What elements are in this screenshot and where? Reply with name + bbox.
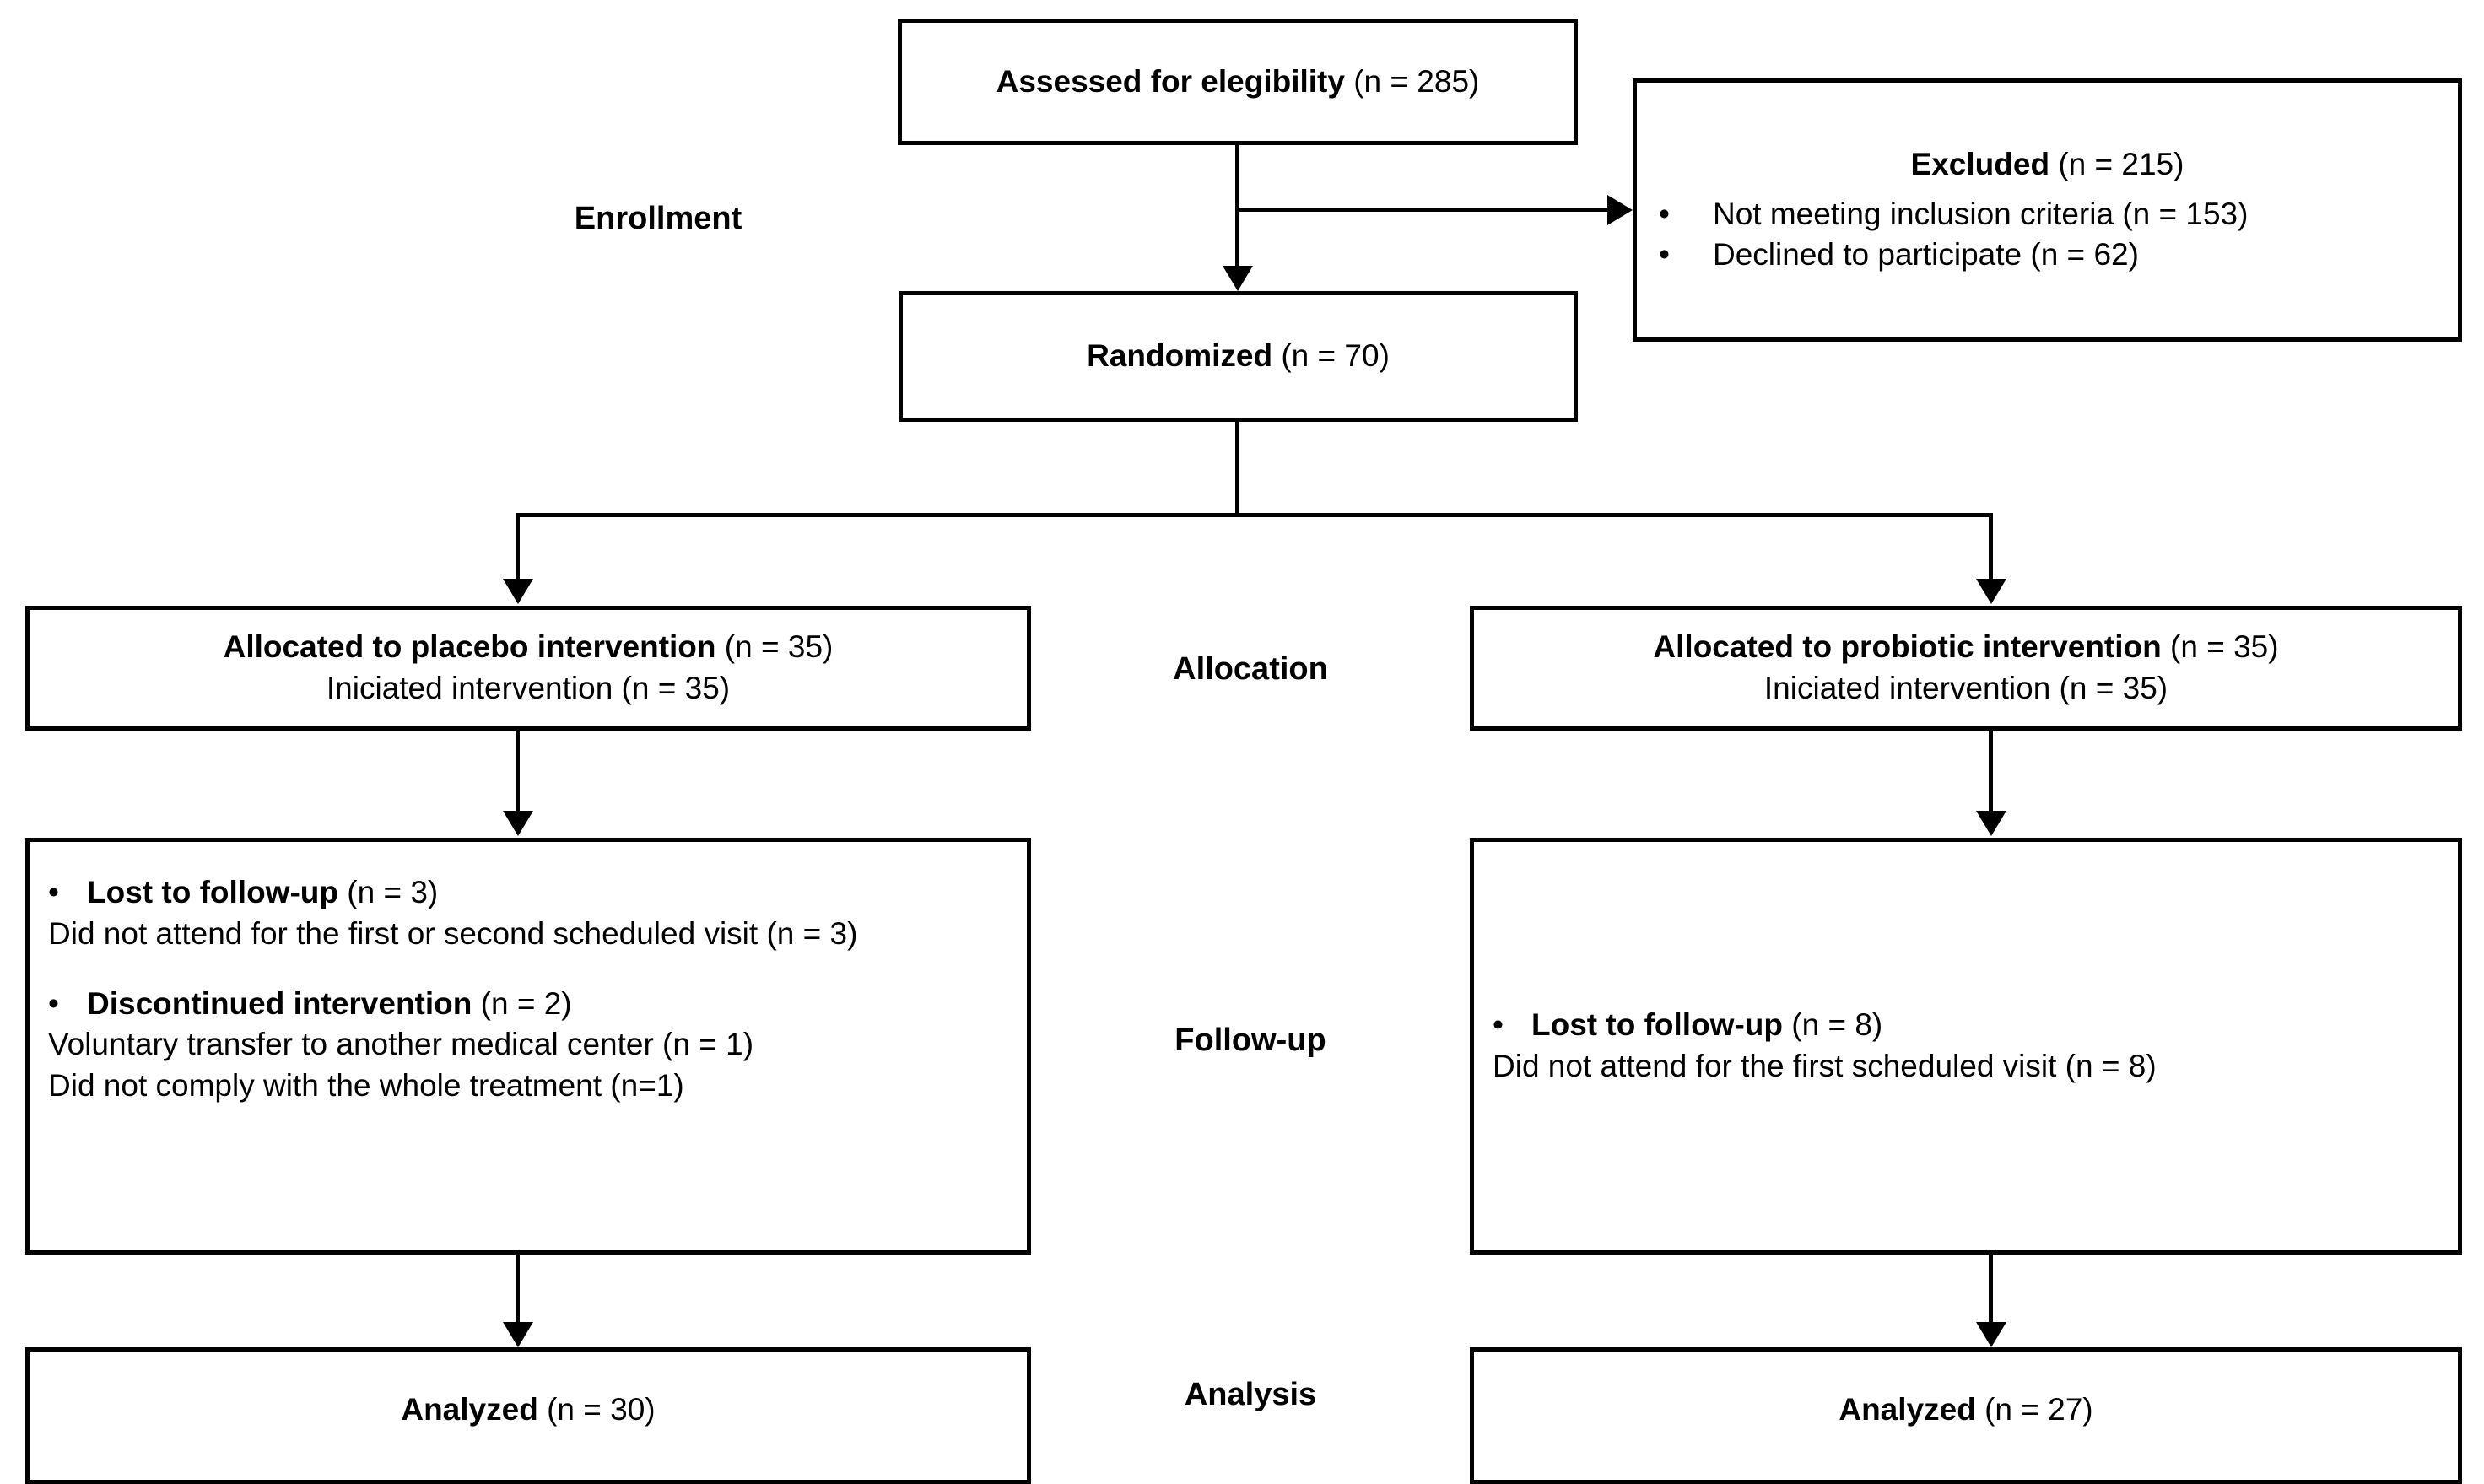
followup-probiotic-lost-details: Did not attend for the first scheduled v… bbox=[1493, 1049, 2157, 1083]
analyzed-placebo-text: Analyzed (n = 30) bbox=[401, 1390, 655, 1431]
analyzed-placebo-bold-label: Analyzed bbox=[401, 1391, 538, 1427]
analyzed-probiotic-count: (n = 27) bbox=[1984, 1391, 2093, 1427]
followup-probiotic-group-lost: • Lost to follow-up (n = 8) bbox=[1493, 1005, 1882, 1046]
allocated-probiotic-initiated: Iniciated intervention (n = 35) bbox=[1763, 671, 2168, 705]
arrowhead-probiotic-followup-to-analysis bbox=[1976, 1322, 2006, 1347]
bullet-icon: • bbox=[1659, 196, 1670, 231]
followup-probiotic-box: • Lost to follow-up (n = 8) Did not atte… bbox=[1470, 838, 2462, 1255]
allocated-probiotic-title: Allocated to probiotic intervention (n =… bbox=[1653, 627, 2278, 668]
excluded-box: Excluded (n = 215) • Not meeting inclusi… bbox=[1633, 78, 2462, 342]
randomized-count: (n = 70) bbox=[1281, 338, 1390, 374]
followup-placebo-discontinued-detail-line: Did not comply with the whole treatment … bbox=[48, 1068, 684, 1104]
stage-label-allocation: Allocation bbox=[1173, 651, 1328, 687]
followup-placebo-discontinued-detail-line: Voluntary transfer to another medical ce… bbox=[48, 1027, 754, 1062]
assessed-for-eligibility-box: Assessed for elegibility (n = 285) bbox=[898, 19, 1578, 145]
allocated-placebo-title: Allocated to placebo intervention (n = 3… bbox=[224, 627, 834, 668]
analyzed-placebo-count: (n = 30) bbox=[547, 1391, 656, 1427]
allocated-placebo-initiated: Iniciated intervention (n = 35) bbox=[326, 671, 731, 705]
randomized-bold-label: Randomized bbox=[1087, 338, 1273, 374]
stage-label-enrollment: Enrollment bbox=[574, 201, 742, 236]
followup-placebo-lost-bold-label: Lost to follow-up bbox=[87, 875, 338, 909]
followup-placebo-discontinued-bold-label: Discontinued intervention bbox=[87, 985, 472, 1021]
followup-probiotic-lost-title: Lost to follow-up (n = 8) bbox=[1531, 1005, 1882, 1046]
excluded-bold-label: Excluded bbox=[1910, 146, 2050, 181]
analyzed-placebo-box: Analyzed (n = 30) bbox=[25, 1347, 1031, 1484]
excluded-reason-text: Not meeting inclusion criteria (n = 153) bbox=[1713, 196, 2249, 231]
connector-assessed-to-excluded bbox=[1235, 208, 1611, 212]
assessed-bold-label: Assessed for elegibility bbox=[996, 63, 1345, 99]
followup-placebo-lost-count: (n = 3) bbox=[347, 875, 439, 909]
bullet-icon: • bbox=[1659, 237, 1670, 273]
excluded-title: Excluded (n = 215) bbox=[1911, 144, 2184, 186]
connector-randomized-stem bbox=[1235, 422, 1239, 516]
allocated-placebo-box: Allocated to placebo intervention (n = 3… bbox=[25, 606, 1031, 731]
followup-placebo-lost-title: Lost to follow-up (n = 3) bbox=[87, 872, 438, 914]
analyzed-probiotic-text: Analyzed (n = 27) bbox=[1839, 1390, 2092, 1431]
connector-split-bar bbox=[516, 513, 1993, 517]
bullet-icon: • bbox=[1493, 1007, 1504, 1043]
allocated-probiotic-count: (n = 35) bbox=[2170, 629, 2279, 665]
randomized-text: Randomized (n = 70) bbox=[1087, 336, 1390, 377]
connector-placebo-followup-to-analysis bbox=[516, 1255, 520, 1324]
arrowhead-placebo-followup-to-analysis bbox=[503, 1322, 533, 1347]
followup-probiotic-lost-count: (n = 8) bbox=[1791, 1007, 1883, 1043]
stage-label-analysis: Analysis bbox=[1184, 1377, 1317, 1412]
bullet-icon: • bbox=[48, 875, 59, 909]
followup-placebo-discontinued-count: (n = 2) bbox=[480, 985, 572, 1021]
connector-probiotic-allocation-to-followup bbox=[1989, 731, 1993, 812]
followup-probiotic-lost-bold-label: Lost to follow-up bbox=[1531, 1007, 1783, 1043]
excluded-reason-item: • Declined to participate (n = 62) bbox=[1659, 235, 2139, 276]
followup-placebo-discontinued-title: Discontinued intervention (n = 2) bbox=[87, 984, 572, 1025]
allocated-probiotic-box: Allocated to probiotic intervention (n =… bbox=[1470, 606, 2462, 731]
analyzed-probiotic-box: Analyzed (n = 27) bbox=[1470, 1347, 2462, 1484]
allocated-placebo-count: (n = 35) bbox=[724, 629, 834, 665]
assessed-for-eligibility-text: Assessed for elegibility (n = 285) bbox=[996, 62, 1480, 103]
excluded-reason-item: • Not meeting inclusion criteria (n = 15… bbox=[1659, 194, 2248, 235]
connector-split-right-drop bbox=[1989, 513, 1993, 580]
connector-placebo-allocation-to-followup bbox=[516, 731, 520, 812]
arrowhead-placebo-allocation-to-followup bbox=[503, 811, 533, 836]
analyzed-probiotic-bold-label: Analyzed bbox=[1839, 1391, 1976, 1427]
assessed-count: (n = 285) bbox=[1353, 63, 1480, 99]
connector-split-left-drop bbox=[516, 513, 520, 580]
connector-probiotic-followup-to-analysis bbox=[1989, 1255, 1993, 1324]
followup-placebo-group-lost: • Lost to follow-up (n = 3) bbox=[48, 872, 438, 914]
bullet-icon: • bbox=[48, 985, 59, 1021]
randomized-box: Randomized (n = 70) bbox=[899, 291, 1578, 422]
stage-label-follow-up: Follow-up bbox=[1174, 1023, 1326, 1058]
arrowhead-to-probiotic-allocation bbox=[1976, 579, 2006, 604]
excluded-count: (n = 215) bbox=[2058, 146, 2184, 181]
allocated-placebo-bold-label: Allocated to placebo intervention bbox=[223, 629, 716, 665]
followup-placebo-group-discontinued: • Discontinued intervention (n = 2) bbox=[48, 984, 572, 1025]
connector-assessed-to-randomized bbox=[1235, 145, 1239, 267]
followup-placebo-box: • Lost to follow-up (n = 3) Did not atte… bbox=[25, 838, 1031, 1255]
arrowhead-assessed-to-randomized bbox=[1223, 266, 1253, 291]
arrowhead-assessed-to-excluded bbox=[1607, 195, 1633, 225]
followup-placebo-lost-details: Did not attend for the first or second s… bbox=[48, 915, 858, 951]
arrowhead-to-placebo-allocation bbox=[503, 579, 533, 604]
excluded-reason-text: Declined to participate (n = 62) bbox=[1713, 237, 2139, 273]
allocated-probiotic-bold-label: Allocated to probiotic intervention bbox=[1653, 629, 2162, 665]
arrowhead-probiotic-allocation-to-followup bbox=[1976, 811, 2006, 836]
